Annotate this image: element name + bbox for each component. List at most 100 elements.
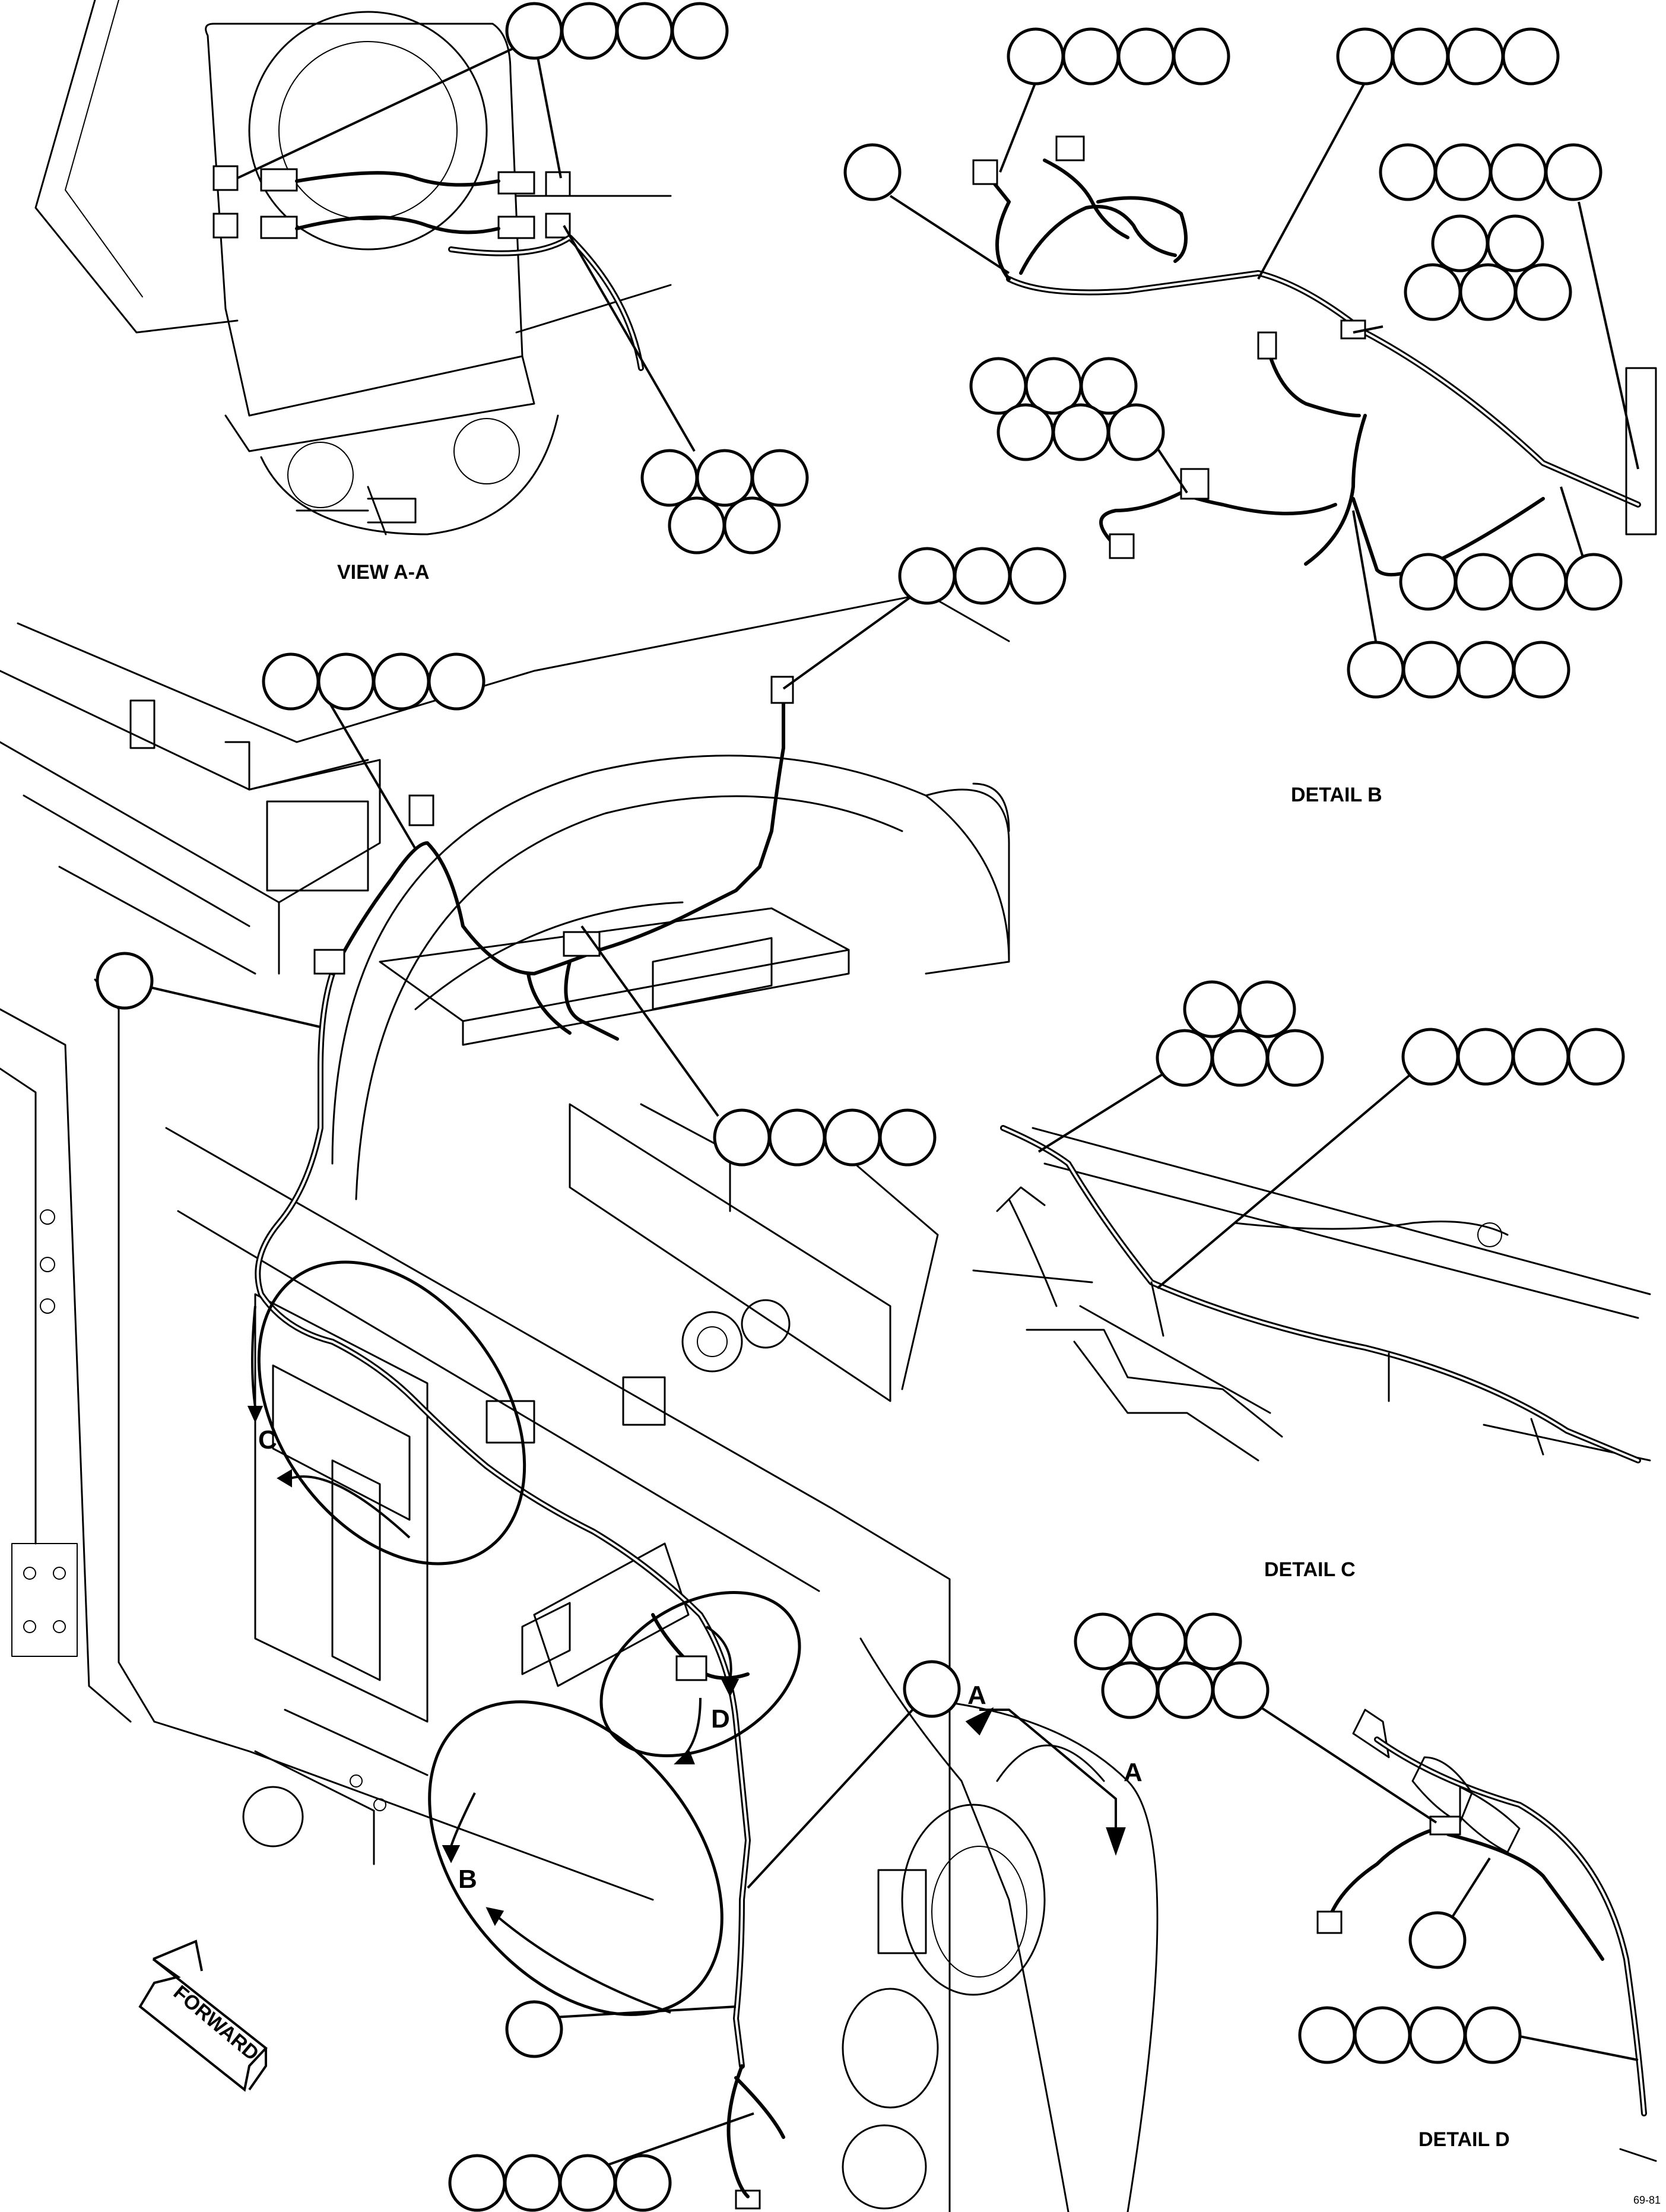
- part-callout-balloon: [997, 403, 1055, 461]
- part-callout-balloon: [1353, 2006, 1411, 2064]
- connector-icon: [1429, 1815, 1461, 1836]
- part-callout-balloon: [1184, 1612, 1242, 1671]
- connector-icon: [1257, 331, 1277, 360]
- part-callout-balloon: [1431, 214, 1489, 272]
- part-callout-balloon: [1454, 553, 1512, 611]
- part-callout-balloon: [505, 2000, 563, 2058]
- arrow-icon: [721, 1679, 740, 1697]
- main-view-callouts: [96, 547, 1067, 2212]
- part-callout-balloon: [1052, 403, 1110, 461]
- part-callout-balloon: [1266, 1029, 1324, 1087]
- part-callout-balloon: [317, 652, 375, 711]
- arrow-icon: [1106, 1827, 1126, 1856]
- part-callout-balloon: [903, 1660, 961, 1718]
- part-callout-balloon: [1117, 27, 1175, 85]
- part-callout-balloon: [560, 2, 618, 60]
- detail-d-zone: [599, 1591, 801, 1757]
- part-callout-balloon: [1486, 214, 1544, 272]
- part-callout-balloon: [372, 652, 430, 711]
- part-callout-balloon: [1459, 263, 1517, 321]
- connector-icon: [675, 1655, 707, 1681]
- view-aa-callouts: [237, 2, 809, 554]
- detail-d-label: DETAIL D: [1419, 2128, 1510, 2151]
- connector-icon: [408, 794, 434, 826]
- part-callout-balloon: [1404, 263, 1462, 321]
- arrow-icon: [442, 1845, 461, 1864]
- part-callout-balloon: [614, 2154, 672, 2212]
- connector-icon: [1340, 319, 1366, 340]
- forward-arrow: FORWARD: [138, 1940, 268, 2092]
- part-callout-balloon: [1514, 263, 1572, 321]
- arrow-icon: [277, 1469, 292, 1488]
- part-callout-balloon: [1347, 641, 1405, 699]
- part-callout-balloon: [1434, 143, 1492, 201]
- part-callout-balloon: [1211, 1661, 1270, 1719]
- connector-icon: [260, 168, 298, 192]
- part-callout-balloon: [1074, 1612, 1132, 1671]
- part-callout-balloon: [503, 2154, 561, 2212]
- detail-c-callouts: [1037, 980, 1625, 1289]
- part-callout-balloon: [1399, 553, 1457, 611]
- detail-c-label: DETAIL C: [1264, 1558, 1356, 1581]
- connector-icon: [497, 216, 535, 239]
- part-callout-balloon: [1156, 1029, 1214, 1087]
- arrow-icon: [674, 1749, 695, 1764]
- connector-icon: [735, 2189, 761, 2210]
- callout-c: C: [258, 1425, 277, 1454]
- part-callout-balloon: [898, 547, 956, 605]
- part-callout-balloon: [1502, 27, 1560, 85]
- part-callout-balloon: [1489, 143, 1547, 201]
- part-callout-balloon: [878, 1108, 937, 1167]
- section-aa-arrows: A A: [965, 1681, 1143, 1856]
- part-callout-balloon: [953, 547, 1011, 605]
- part-callout-balloon: [1156, 1661, 1214, 1719]
- part-callout-balloon: [1512, 1028, 1570, 1086]
- ground-stud-icon: [212, 165, 239, 191]
- part-callout-balloon: [671, 2, 729, 60]
- arrow-icon: [247, 1406, 264, 1423]
- part-callout-balloon: [1408, 1911, 1467, 1969]
- connector-icon: [1109, 533, 1135, 559]
- callout-b: B: [458, 1865, 477, 1894]
- part-callout-balloon: [1401, 1028, 1459, 1086]
- connector-icon: [497, 171, 535, 195]
- detail-zones: C D B: [247, 1260, 801, 2016]
- part-callout-balloon: [696, 449, 754, 507]
- part-callout-balloon: [1567, 1028, 1625, 1086]
- view-aa-drawing: VIEW A-A: [34, 0, 672, 584]
- callout-d: D: [711, 1704, 730, 1734]
- part-callout-balloon: [1101, 1661, 1159, 1719]
- part-callout-balloon: [751, 449, 809, 507]
- part-callout-balloon: [1565, 553, 1623, 611]
- connector-icon: [313, 949, 345, 975]
- detail-d-callouts: [1074, 1612, 1639, 2064]
- part-callout-balloon: [558, 2154, 617, 2212]
- figure-code: 69-81: [1633, 2194, 1661, 2206]
- part-callout-balloon: [1062, 27, 1120, 85]
- part-callout-balloon: [1408, 2006, 1467, 2064]
- part-callout-balloon: [615, 2, 674, 60]
- part-callout-balloon: [668, 496, 726, 554]
- ground-stud-icon: [212, 213, 239, 239]
- part-callout-balloon: [1391, 27, 1449, 85]
- part-callout-balloon: [1456, 1028, 1515, 1086]
- part-callout-balloon: [1512, 641, 1570, 699]
- part-callout-balloon: [1129, 1612, 1187, 1671]
- part-callout-balloon: [1007, 27, 1065, 85]
- part-callout-balloon: [1211, 1029, 1269, 1087]
- part-callout-balloon: [1464, 2006, 1522, 2064]
- part-callout-balloon: [1080, 357, 1138, 415]
- part-callout-balloon: [427, 652, 485, 711]
- connector-icon: [260, 216, 298, 239]
- part-callout-balloon: [723, 496, 781, 554]
- part-callout-balloon: [843, 143, 902, 201]
- connector-icon: [972, 159, 998, 185]
- main-view-drawing: [0, 592, 1159, 2212]
- detail-b-label: DETAIL B: [1291, 784, 1382, 806]
- part-callout-balloon: [1402, 641, 1460, 699]
- part-callout-balloon: [1008, 547, 1067, 605]
- part-callout-balloon: [1379, 143, 1437, 201]
- part-callout-balloon: [1298, 2006, 1356, 2064]
- detail-d-drawing: DETAIL D: [1316, 1709, 1657, 2162]
